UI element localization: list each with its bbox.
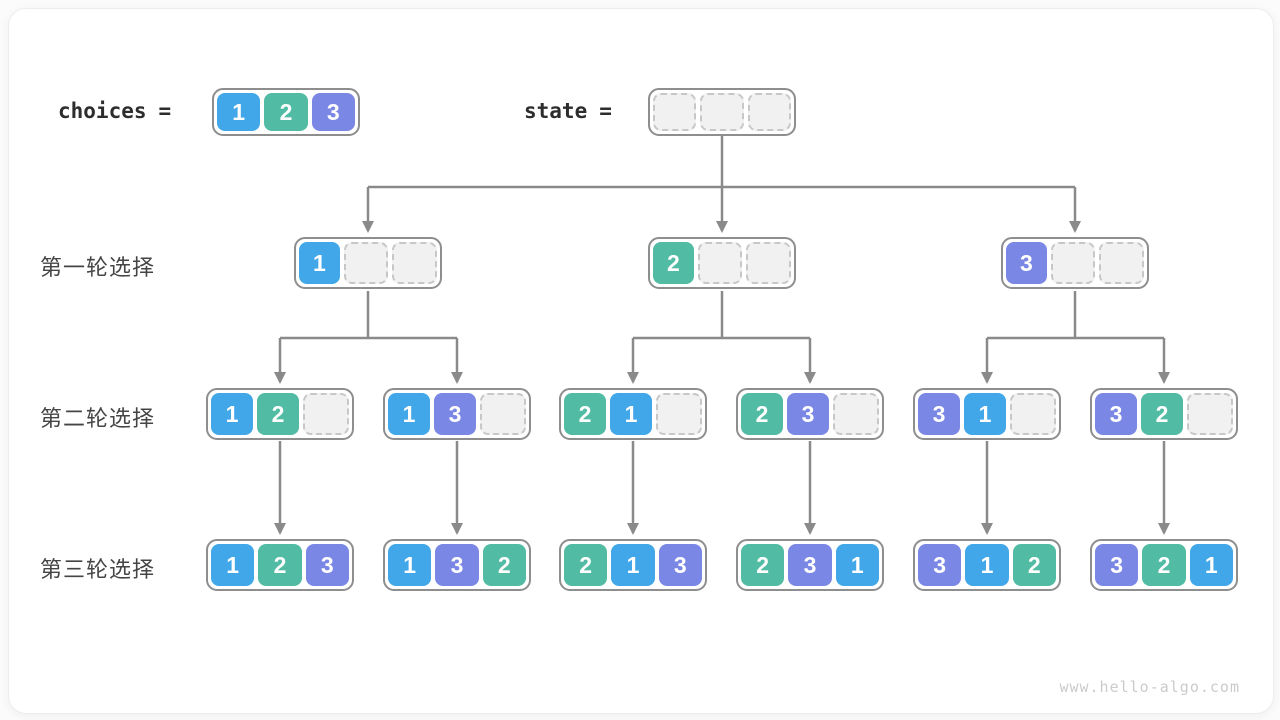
watermark: www.hello-algo.com <box>1059 678 1240 696</box>
value-cell: 1 <box>1189 544 1233 586</box>
value-cell: 3 <box>788 544 832 586</box>
value-cell: 3 <box>434 393 476 435</box>
value-cell: 2 <box>653 242 694 284</box>
value-cell: 1 <box>965 544 1009 586</box>
choices-label: choices = <box>58 99 171 123</box>
value-cell: 1 <box>211 393 253 435</box>
value-cell: 3 <box>311 93 355 131</box>
empty-cell <box>747 93 791 131</box>
value-cell: 3 <box>787 393 829 435</box>
value-cell: 3 <box>1095 393 1137 435</box>
value-cell: 1 <box>388 393 430 435</box>
value-cell: 2 <box>1141 393 1183 435</box>
round-1-label: 第一轮选择 <box>40 255 156 280</box>
value-cell: 2 <box>1012 544 1056 586</box>
value-cell: 1 <box>217 93 261 131</box>
empty-cell <box>656 393 702 435</box>
empty-cell <box>653 93 697 131</box>
empty-cell <box>343 242 389 284</box>
value-cell: 3 <box>918 393 960 435</box>
state-label: state = <box>524 99 612 123</box>
value-cell: 3 <box>305 544 349 586</box>
empty-cell <box>480 393 526 435</box>
value-cell: 1 <box>388 544 432 586</box>
round-3-label: 第三轮选择 <box>40 557 156 582</box>
value-cell: 1 <box>610 393 652 435</box>
value-cell: 3 <box>658 544 702 586</box>
value-cell: 2 <box>741 393 783 435</box>
value-cell: 2 <box>741 544 785 586</box>
empty-cell <box>1050 242 1096 284</box>
value-cell: 1 <box>211 544 255 586</box>
value-cell: 2 <box>564 544 608 586</box>
value-cell: 2 <box>264 93 308 131</box>
empty-cell <box>697 242 743 284</box>
diagram-card <box>8 8 1274 714</box>
value-cell: 3 <box>918 544 962 586</box>
round1-array-box: 2 <box>648 237 796 289</box>
value-cell: 2 <box>258 544 302 586</box>
value-cell: 1 <box>964 393 1006 435</box>
empty-cell <box>700 93 744 131</box>
value-cell: 2 <box>482 544 526 586</box>
round1-array-box: 3 <box>1001 237 1149 289</box>
empty-cell <box>1187 393 1233 435</box>
state-label-text: state <box>524 99 588 123</box>
value-cell: 1 <box>299 242 340 284</box>
value-cell: 1 <box>835 544 879 586</box>
value-cell: 3 <box>435 544 479 586</box>
empty-cell <box>746 242 792 284</box>
value-cell: 1 <box>611 544 655 586</box>
state-equals-sign: = <box>599 99 612 123</box>
value-cell: 2 <box>564 393 606 435</box>
state-array-box <box>648 88 796 136</box>
empty-cell <box>1099 242 1145 284</box>
empty-cell <box>833 393 879 435</box>
value-cell: 3 <box>1006 242 1047 284</box>
value-cell: 2 <box>257 393 299 435</box>
choices-equals-sign: = <box>158 99 172 123</box>
choices-label-text: choices <box>58 99 147 123</box>
value-cell: 3 <box>1095 544 1139 586</box>
empty-cell <box>303 393 349 435</box>
empty-cell <box>392 242 438 284</box>
round-2-label: 第二轮选择 <box>40 406 156 431</box>
round1-array-box: 1 <box>294 237 442 289</box>
value-cell: 2 <box>1142 544 1186 586</box>
empty-cell <box>1010 393 1056 435</box>
